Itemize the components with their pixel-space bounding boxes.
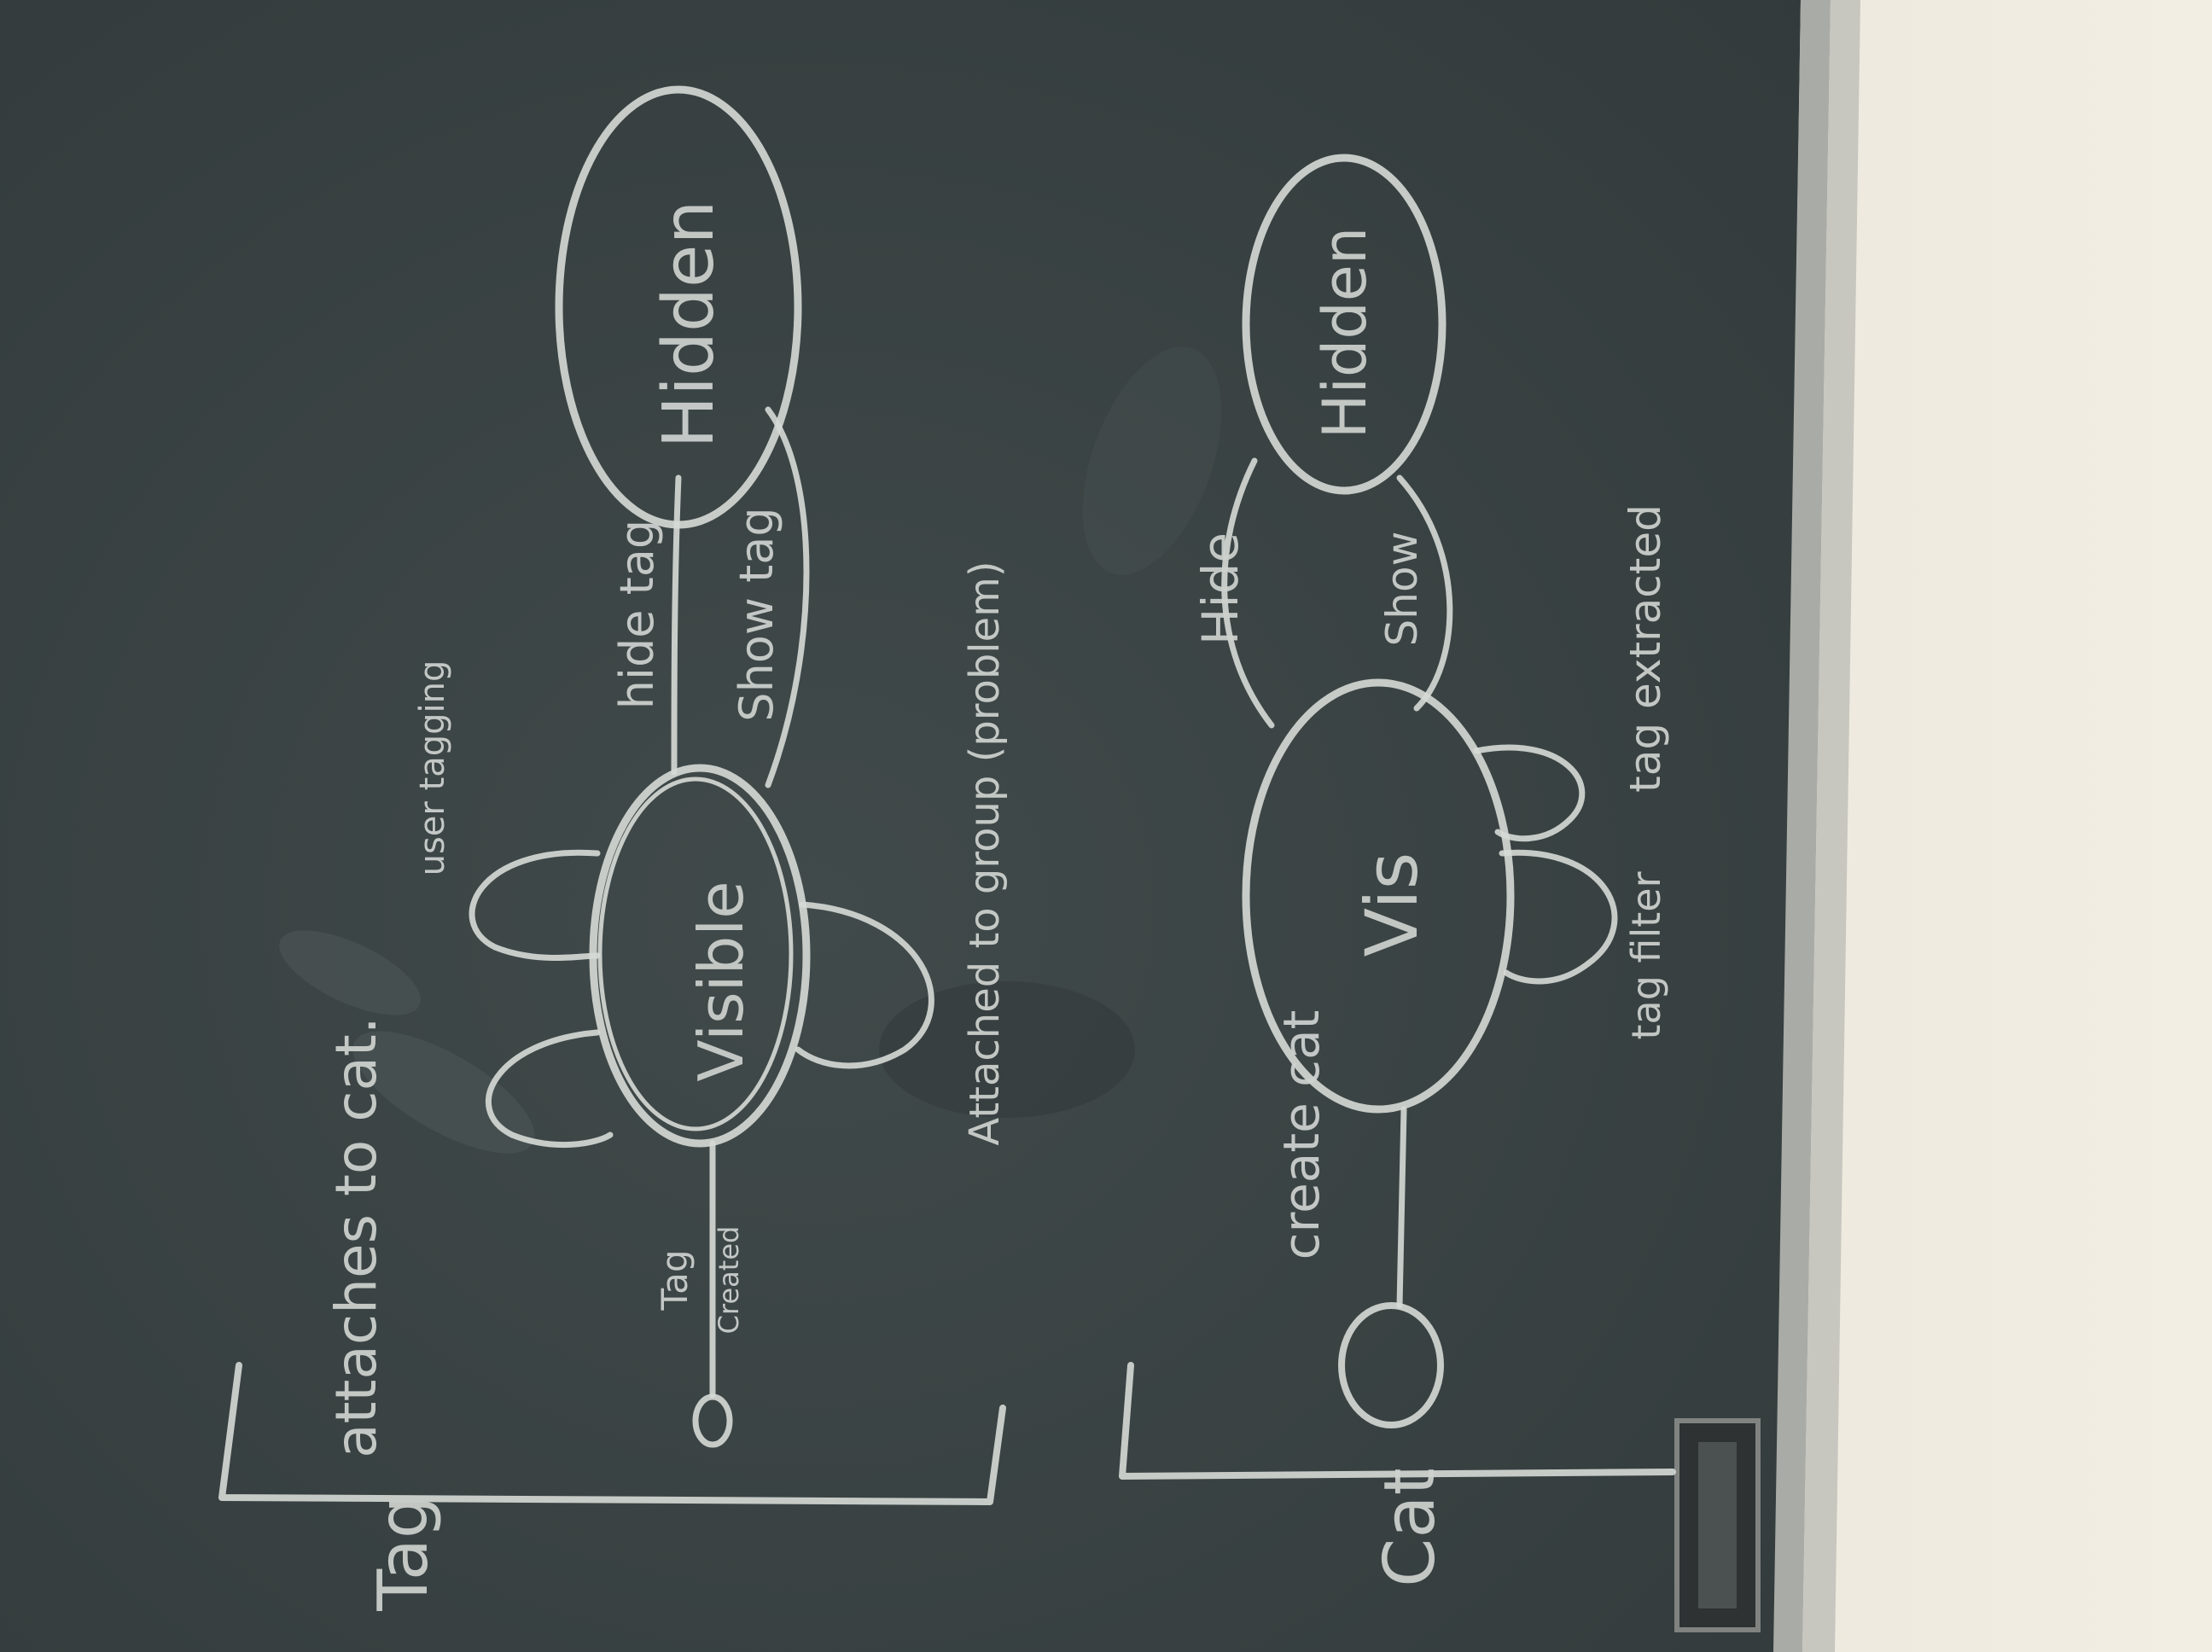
tag-visible-state-inner [597, 777, 794, 1131]
diagram-tag: Visible Hidden hide tag Show tag user ta… [218, 85, 1009, 1612]
cat-loop-right-2 [1473, 744, 1586, 842]
cat-bracket [1119, 1362, 1676, 1480]
cat-start-label: create cat [1272, 1010, 1330, 1260]
cat-title: Cat [1370, 1468, 1451, 1587]
cat-loop-right-1 [1499, 849, 1618, 985]
eraser-smudges [279, 346, 1222, 1154]
cat-hidden-label: Hidden [1310, 227, 1380, 439]
tag-loop-top-label: user tagging [413, 660, 452, 876]
tag-loop-bottom [795, 901, 934, 1069]
tag-hidden-label: Hidden [649, 201, 730, 449]
chalk-ledge [1802, 0, 1860, 1652]
cat-loop-right-2-label: tag extracted [1621, 504, 1670, 793]
tag-visible-label: Visible [685, 881, 757, 1081]
board-frame [1773, 0, 1831, 1652]
tag-show-edge [765, 406, 810, 788]
tag-start-label-line1: Tag [654, 1249, 696, 1311]
tag-hide-label: hide tag [610, 520, 664, 709]
tag-loop-left-label: attaches to cat. [323, 1016, 389, 1458]
tag-title: Tag [364, 1495, 443, 1611]
cat-show-label: Show [1377, 532, 1427, 647]
cat-hide-edge [1221, 457, 1275, 729]
tag-loop-left [486, 1029, 614, 1149]
cat-hidden-state [1242, 154, 1447, 495]
cat-start-node [1338, 1302, 1444, 1428]
cat-visible-state [1242, 678, 1515, 1114]
cat-visible-label: Vis [1350, 852, 1434, 957]
chalkboard-surface [0, 0, 1801, 1652]
tag-loop-bottom-label: Attached to group (problem) [961, 561, 1009, 1145]
diagram-cat: Vis Hidden Hide Show tag filter tag extr… [1119, 154, 1676, 1587]
cat-loop-right-1-label: tag filter [1623, 871, 1669, 1039]
tag-bracket [218, 1362, 1006, 1505]
tag-loop-top [469, 849, 601, 961]
tag-hide-edge [671, 474, 682, 776]
tag-start-label-line2: Created [713, 1226, 745, 1335]
eraser-felt [1698, 1442, 1737, 1608]
cat-show-edge [1396, 474, 1453, 712]
cat-start-edge [1396, 1106, 1407, 1309]
tag-show-label: Show tag [730, 507, 783, 721]
cat-hide-label: Hide [1191, 532, 1249, 645]
